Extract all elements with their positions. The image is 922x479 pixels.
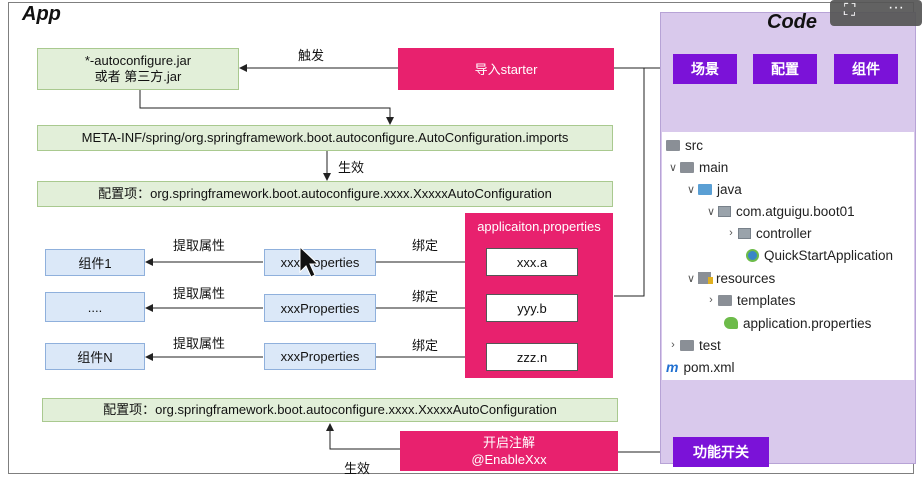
tree-pom-label: pom.xml bbox=[683, 359, 735, 375]
chevron-down-icon: ∨ bbox=[686, 272, 696, 285]
folder-icon bbox=[666, 139, 680, 151]
tree-app-properties[interactable]: application.properties bbox=[724, 313, 871, 333]
package-icon bbox=[738, 227, 751, 239]
tree-resources[interactable]: ∨ resources bbox=[684, 268, 775, 288]
extract-label-1: 提取属性 bbox=[173, 238, 226, 253]
fullscreen-icon[interactable]: ⛶ bbox=[844, 2, 856, 19]
tree-main[interactable]: ∨ main bbox=[666, 157, 728, 177]
jar-line-2: 或者 第三方.jar bbox=[94, 69, 182, 84]
chevron-right-icon: › bbox=[729, 227, 733, 239]
tree-templates[interactable]: › templates bbox=[704, 290, 796, 310]
chevron-down-icon: ∨ bbox=[706, 205, 716, 218]
enable-line-2: @EnableXxx bbox=[471, 452, 547, 467]
prop-value-2: yyy.b bbox=[486, 294, 578, 322]
source-folder-icon bbox=[698, 183, 712, 195]
component-2: .... bbox=[45, 292, 145, 322]
enable-annotation-box: 开启注解 @EnableXxx bbox=[400, 431, 618, 471]
resources-folder-icon bbox=[698, 272, 713, 284]
code-title: Code bbox=[767, 11, 817, 33]
app-title: App bbox=[22, 3, 61, 25]
trigger-label: 触发 bbox=[298, 48, 325, 63]
config-item-box-1: 配置项：org.springframework.boot.autoconfigu… bbox=[37, 181, 613, 207]
component-n: 组件N bbox=[45, 343, 145, 370]
tree-app-class-label: QuickStartApplication bbox=[764, 247, 894, 263]
take-effect-label-2: 生效 bbox=[344, 461, 371, 476]
folder-icon bbox=[718, 294, 732, 306]
imports-file-box: META-INF/spring/org.springframework.boot… bbox=[37, 125, 613, 151]
tree-controller-label: controller bbox=[756, 225, 812, 241]
tree-app-class[interactable]: QuickStartApplication bbox=[746, 245, 893, 265]
tree-main-label: main bbox=[699, 159, 729, 175]
spring-properties-icon bbox=[724, 317, 738, 329]
chevron-right-icon: › bbox=[671, 339, 675, 351]
tree-test-label: test bbox=[699, 337, 721, 353]
folder-icon bbox=[680, 339, 694, 351]
video-toolbar: ⛶ ··· bbox=[830, 0, 922, 26]
tree-src-label: src bbox=[685, 137, 703, 153]
properties-class-3: xxxProperties bbox=[264, 343, 376, 370]
bind-label-1: 绑定 bbox=[412, 238, 439, 253]
chevron-right-icon: › bbox=[709, 294, 713, 306]
tree-package-label: com.atguigu.boot01 bbox=[736, 203, 855, 219]
tree-java[interactable]: ∨ java bbox=[684, 179, 742, 199]
jar-box: *-autoconfigure.jar 或者 第三方.jar bbox=[37, 48, 239, 90]
tree-app-properties-label: application.properties bbox=[743, 315, 872, 331]
tree-controller[interactable]: › controller bbox=[724, 223, 812, 243]
extract-label-3: 提取属性 bbox=[173, 336, 226, 351]
project-tree: src ∨ main ∨ java ∨ com.atguigu.boot01 ›… bbox=[662, 132, 914, 380]
bind-label-2: 绑定 bbox=[412, 289, 439, 304]
properties-class-1: xxxProperties bbox=[264, 249, 376, 276]
more-options-icon[interactable]: ··· bbox=[888, 0, 904, 16]
tree-src[interactable]: src bbox=[666, 135, 703, 155]
tree-pom[interactable]: m pom.xml bbox=[666, 357, 734, 377]
component-1: 组件1 bbox=[45, 249, 145, 276]
config-button: 配置 bbox=[753, 54, 817, 84]
config-item-box-2: 配置项：org.springframework.boot.autoconfigu… bbox=[42, 398, 618, 422]
bind-label-3: 绑定 bbox=[412, 338, 439, 353]
spring-class-icon bbox=[746, 248, 759, 262]
extract-label-2: 提取属性 bbox=[173, 286, 226, 301]
prop-value-3: zzz.n bbox=[486, 343, 578, 371]
take-effect-label-1: 生效 bbox=[338, 160, 365, 175]
import-starter-box: 导入starter bbox=[398, 48, 614, 90]
tree-java-label: java bbox=[717, 181, 742, 197]
enable-line-1: 开启注解 bbox=[482, 435, 535, 450]
package-icon bbox=[718, 205, 731, 217]
tree-templates-label: templates bbox=[737, 292, 796, 308]
tree-test[interactable]: › test bbox=[666, 335, 721, 355]
scene-button: 场景 bbox=[673, 54, 737, 84]
tree-package[interactable]: ∨ com.atguigu.boot01 bbox=[704, 201, 855, 221]
chevron-down-icon: ∨ bbox=[686, 183, 696, 196]
maven-icon: m bbox=[666, 359, 679, 375]
chevron-down-icon: ∨ bbox=[668, 161, 678, 174]
app-properties-header: applicaiton.properties bbox=[477, 219, 601, 234]
properties-class-2: xxxProperties bbox=[264, 294, 376, 322]
feature-switch-button: 功能开关 bbox=[673, 437, 769, 467]
tree-resources-label: resources bbox=[716, 270, 776, 286]
folder-icon bbox=[680, 161, 694, 173]
prop-value-1: xxx.a bbox=[486, 248, 578, 276]
jar-line-1: *-autoconfigure.jar bbox=[84, 53, 192, 68]
component-button: 组件 bbox=[834, 54, 898, 84]
